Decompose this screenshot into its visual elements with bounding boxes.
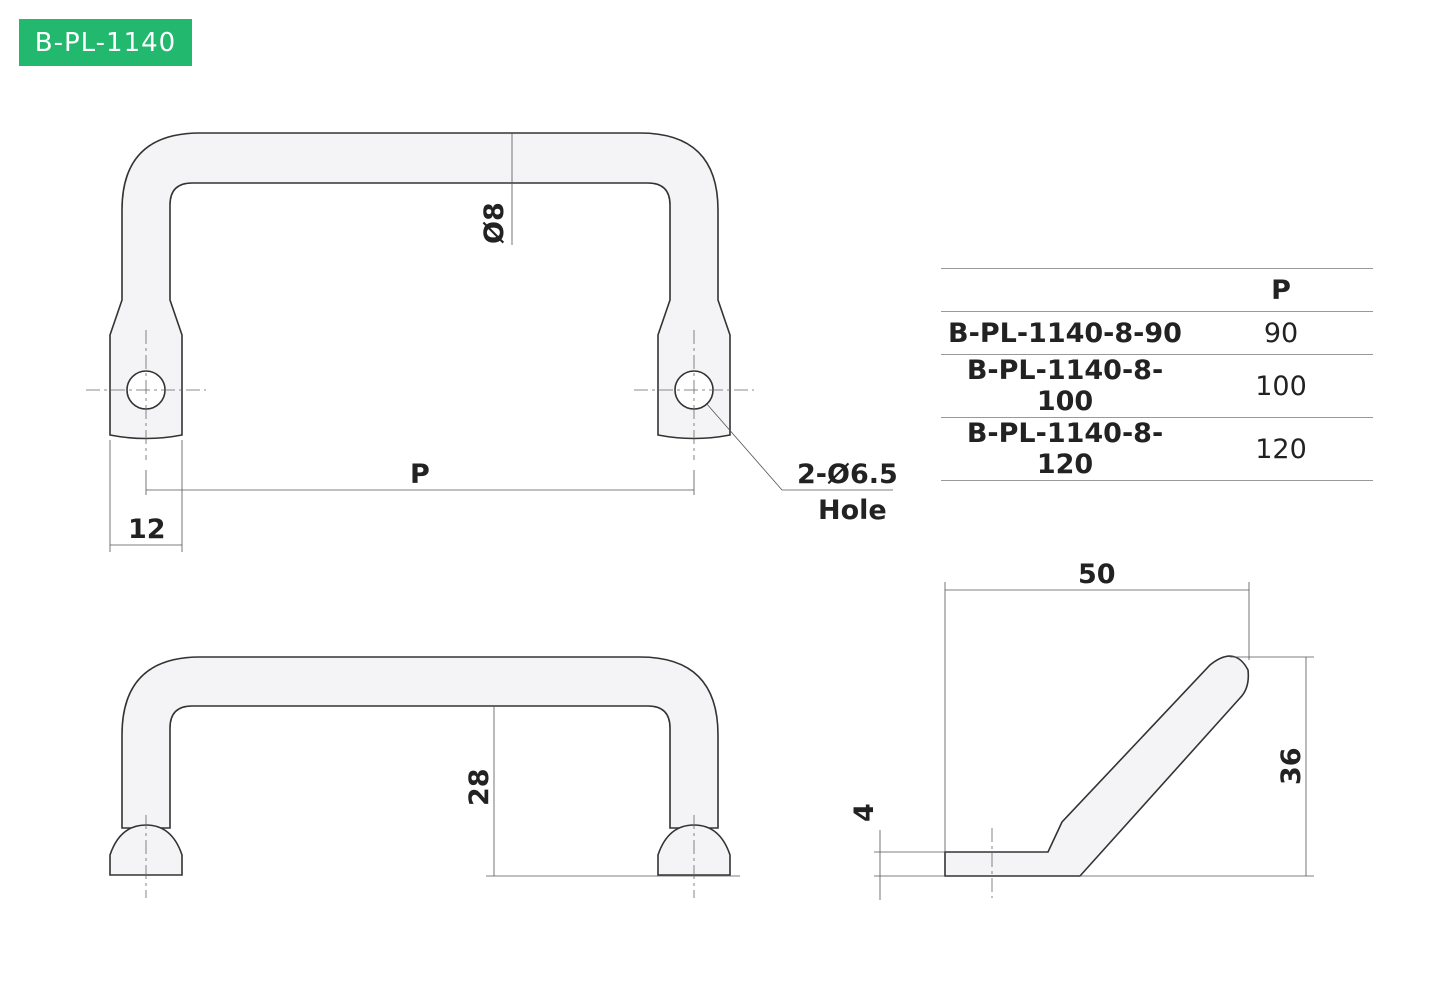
table-header-row: P [941, 268, 1373, 312]
model-cell: B-PL-1140-8-90 [941, 311, 1189, 355]
height-dimension: 28 [464, 768, 495, 806]
width-dimension: 12 [128, 514, 166, 545]
header-p: P [1189, 268, 1373, 312]
diameter-dimension: Ø8 [479, 202, 510, 244]
depth-dimension: 50 [1078, 559, 1116, 590]
thickness-dimension: 4 [849, 803, 880, 822]
product-code-badge: B-PL-1140 [19, 19, 192, 66]
p-cell: 100 [1189, 354, 1373, 418]
hole-dimension: 2-Ø6.5 [797, 459, 898, 490]
model-cell: B-PL-1140-8-100 [941, 354, 1189, 418]
top-view: Ø8 P 12 2-Ø6.5 Hole [86, 132, 898, 552]
rise-dimension: 36 [1276, 747, 1307, 785]
pitch-dimension: P [410, 459, 430, 490]
front-view: 28 [109, 656, 740, 898]
side-view: 50 36 4 [849, 559, 1314, 900]
hole-label: Hole [818, 495, 887, 526]
model-cell: B-PL-1140-8-120 [941, 417, 1189, 481]
p-cell: 90 [1189, 311, 1373, 355]
p-cell: 120 [1189, 417, 1373, 481]
